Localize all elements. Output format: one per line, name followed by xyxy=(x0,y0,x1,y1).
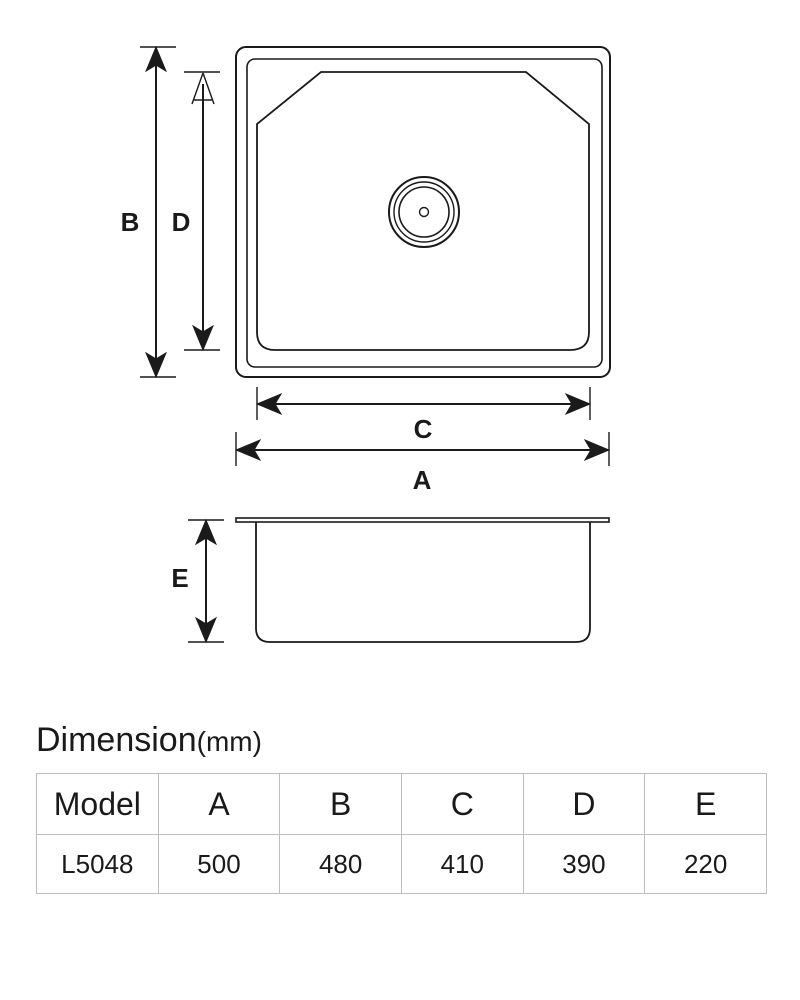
sink-side-view xyxy=(235,517,610,643)
sink-top-view xyxy=(235,46,611,378)
dimension-c xyxy=(255,387,592,420)
dimension-e xyxy=(188,518,224,644)
sink-dimension-drawing: B D C A E xyxy=(121,45,611,644)
table-header-row: Model A B C D E xyxy=(36,773,767,835)
cell-b: 480 xyxy=(279,834,402,894)
dimension-b xyxy=(140,45,176,379)
dimension-c-label: C xyxy=(414,414,433,444)
dimension-d xyxy=(184,71,220,352)
dimension-title-text: Dimension xyxy=(36,721,197,759)
dimension-table: Model A B C D E L5048 500 480 410 390 22… xyxy=(36,773,767,894)
cell-c: 410 xyxy=(400,834,524,894)
table-row: L5048 500 480 410 390 220 xyxy=(36,834,767,894)
dimension-title-unit: (mm) xyxy=(196,726,262,757)
header-d: D xyxy=(522,773,646,835)
sink-outer-rim xyxy=(235,46,611,378)
dimension-b-label: B xyxy=(121,207,140,237)
header-b: B xyxy=(279,773,402,835)
dimension-title: Dimension(mm) xyxy=(36,718,262,764)
dimension-a-label: A xyxy=(413,465,432,495)
sink-side-bowl xyxy=(255,522,591,643)
sink-inner-rim xyxy=(246,58,603,368)
header-e: E xyxy=(644,773,767,835)
cell-d: 390 xyxy=(522,834,646,894)
header-a: A xyxy=(157,773,281,835)
header-model: Model xyxy=(36,773,159,835)
sink-side-flange xyxy=(235,517,610,523)
dimension-e-label: E xyxy=(171,563,188,593)
drain-icon xyxy=(388,176,460,248)
cell-model: L5048 xyxy=(36,834,159,894)
sink-bowl-outline xyxy=(256,71,590,351)
cell-a: 500 xyxy=(157,834,281,894)
dimension-d-label: D xyxy=(172,207,191,237)
cell-e: 220 xyxy=(644,834,767,894)
dimension-d-open-arrow xyxy=(191,72,215,105)
header-c: C xyxy=(400,773,524,835)
dimension-a xyxy=(234,432,611,466)
